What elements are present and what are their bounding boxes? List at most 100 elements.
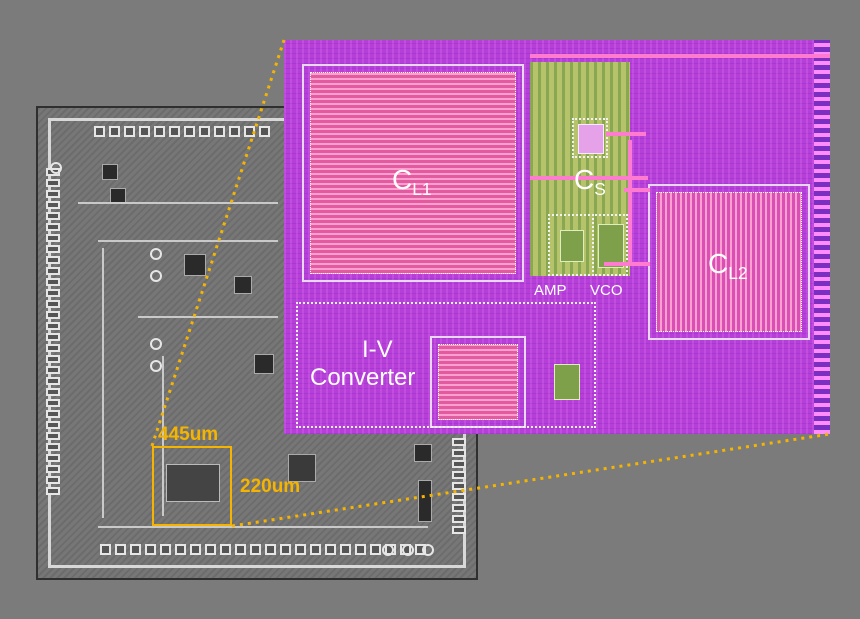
metal-trace bbox=[78, 202, 278, 204]
top-pad-row bbox=[94, 126, 270, 137]
pad-edge-strip bbox=[814, 40, 830, 434]
bond-pad bbox=[175, 544, 186, 555]
bond-pad bbox=[46, 333, 60, 341]
cs-label-sub: S bbox=[594, 179, 606, 200]
bond-pad bbox=[355, 544, 366, 555]
bond-pad bbox=[169, 126, 180, 137]
circuit-block bbox=[418, 480, 432, 522]
bond-pad bbox=[452, 526, 466, 534]
cl2-label-sub: L2 bbox=[728, 263, 748, 284]
bond-pad bbox=[370, 544, 381, 555]
bond-pad bbox=[46, 212, 60, 220]
round-pad bbox=[150, 338, 162, 350]
metal-trace bbox=[628, 140, 632, 264]
amp-label: AMP bbox=[534, 282, 567, 299]
iv-converter-circuit bbox=[554, 364, 580, 400]
circuit-block bbox=[288, 454, 316, 482]
bond-pad bbox=[214, 126, 225, 137]
bond-pad bbox=[310, 544, 321, 555]
cl1-label-sub: L1 bbox=[412, 179, 432, 200]
bond-pad bbox=[46, 201, 60, 209]
bond-pad bbox=[235, 544, 246, 555]
bond-pad bbox=[46, 366, 60, 374]
metal-trace bbox=[98, 240, 278, 242]
bond-pad bbox=[452, 460, 466, 468]
bond-pad bbox=[250, 544, 261, 555]
iv-converter-capacitor bbox=[430, 336, 526, 428]
capacitor-plate bbox=[438, 344, 518, 420]
round-pad bbox=[402, 544, 414, 556]
bond-pad bbox=[46, 377, 60, 385]
capacitor-cl1 bbox=[302, 64, 524, 282]
bond-pad bbox=[94, 126, 105, 137]
bond-pad bbox=[46, 289, 60, 297]
bond-pad bbox=[452, 438, 466, 446]
bond-pad bbox=[46, 443, 60, 451]
bond-pad bbox=[452, 449, 466, 457]
cs-label-main: C bbox=[574, 164, 595, 195]
zoomed-micrograph: CL1 CS CL2 AMP VCO I-V Converter bbox=[284, 40, 830, 434]
iv-converter-outline bbox=[296, 302, 596, 428]
bond-pad bbox=[46, 179, 60, 187]
core-circuit-thumbnail bbox=[166, 464, 220, 502]
right-pad-column bbox=[452, 438, 466, 534]
bond-pad bbox=[184, 126, 195, 137]
bond-pad bbox=[205, 544, 216, 555]
bond-pad bbox=[46, 256, 60, 264]
bond-pad bbox=[46, 399, 60, 407]
cl2-label-main: C bbox=[708, 248, 729, 279]
circuit-block bbox=[184, 254, 206, 276]
bond-pad bbox=[452, 482, 466, 490]
bond-pad bbox=[259, 126, 270, 137]
round-pad bbox=[422, 544, 434, 556]
zoom-region-box bbox=[152, 446, 232, 526]
bond-pad bbox=[340, 544, 351, 555]
bond-pad bbox=[154, 126, 165, 137]
callout-line-top bbox=[150, 39, 286, 447]
circuit-block bbox=[234, 276, 252, 294]
capacitor-plate bbox=[310, 72, 516, 274]
metal-trace bbox=[102, 248, 104, 518]
metal-trace bbox=[606, 132, 646, 136]
bond-pad bbox=[46, 234, 60, 242]
bond-pad bbox=[46, 355, 60, 363]
cs-capacitor bbox=[578, 124, 604, 154]
round-pad bbox=[150, 270, 162, 282]
bond-pad bbox=[295, 544, 306, 555]
iv-label-line2: Converter bbox=[310, 364, 416, 391]
bond-pad bbox=[46, 278, 60, 286]
bond-pad bbox=[46, 465, 60, 473]
metal-trace bbox=[604, 262, 650, 266]
bond-pad bbox=[452, 493, 466, 501]
round-pad bbox=[150, 248, 162, 260]
bond-pad bbox=[452, 504, 466, 512]
amp-circuit bbox=[560, 230, 584, 262]
bond-pad bbox=[46, 344, 60, 352]
cs-label: CS bbox=[574, 164, 606, 200]
bond-pad bbox=[115, 544, 126, 555]
bond-pad bbox=[145, 544, 156, 555]
capacitor-cl2 bbox=[648, 184, 810, 340]
bond-pad bbox=[229, 126, 240, 137]
round-pad bbox=[382, 544, 394, 556]
bond-pad bbox=[46, 388, 60, 396]
bond-pad bbox=[46, 410, 60, 418]
bond-pad bbox=[46, 267, 60, 275]
vco-circuit bbox=[598, 224, 624, 268]
width-dimension-label: 445um bbox=[158, 424, 219, 445]
round-pad bbox=[150, 360, 162, 372]
capacitor-plate bbox=[656, 192, 802, 332]
bond-pad bbox=[280, 544, 291, 555]
bond-pad bbox=[190, 544, 201, 555]
bond-pad bbox=[46, 421, 60, 429]
bond-pad bbox=[452, 515, 466, 523]
callout-line-bottom bbox=[231, 432, 831, 528]
vco-outline bbox=[592, 214, 628, 276]
bond-pad bbox=[124, 126, 135, 137]
bond-pad bbox=[46, 476, 60, 484]
bond-pad bbox=[46, 300, 60, 308]
bond-pad bbox=[160, 544, 171, 555]
metal-trace bbox=[162, 356, 164, 516]
